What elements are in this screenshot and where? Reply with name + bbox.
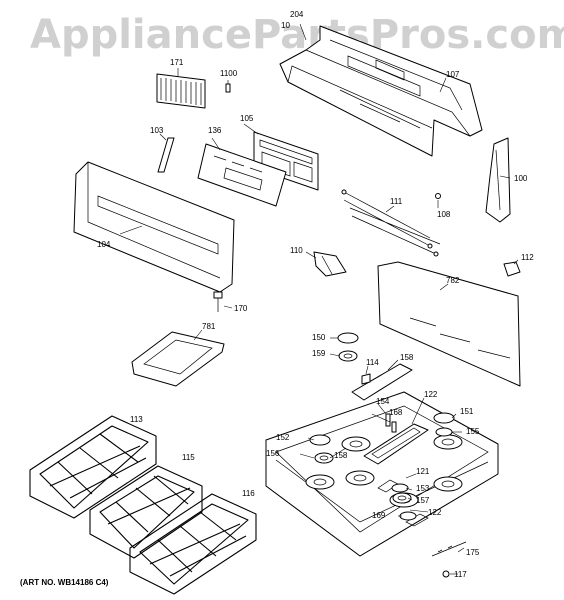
clip-114 — [361, 373, 371, 385]
callout-121: 121 — [416, 467, 430, 476]
side-trim-100 — [485, 137, 511, 223]
callout-157: 157 — [416, 496, 430, 505]
callout-122-bottom: 122 — [428, 508, 442, 517]
screw-1100 — [225, 83, 231, 93]
callout-112: 112 — [521, 253, 534, 262]
burner-head-156 — [314, 452, 334, 464]
callout-10x: 10 — [281, 21, 290, 30]
burner-cap-152 — [309, 434, 331, 446]
callout-111: 111 — [390, 197, 403, 206]
screw-170 — [213, 291, 223, 312]
callout-782: 782 — [446, 276, 460, 285]
callout-158-top: 158 — [400, 353, 414, 362]
callout-103: 103 — [150, 126, 164, 135]
callout-150: 150 — [312, 333, 326, 342]
callout-1100: 1100 — [220, 69, 238, 78]
callout-781: 781 — [202, 322, 216, 331]
callout-122-top: 122 — [424, 390, 438, 399]
leader-lines — [119, 23, 519, 575]
callout-107: 107 — [446, 70, 460, 79]
grate-116 — [129, 493, 257, 595]
membrane-overlay-136 — [197, 143, 287, 207]
burner-cap-151 — [433, 412, 455, 424]
callout-labels: 171 1100 204 10 107 105 136 103 104 100 … — [97, 10, 534, 579]
oval-burner-122 — [363, 423, 429, 465]
callout-108: 108 — [437, 210, 451, 219]
control-board-105 — [253, 131, 319, 191]
callout-104: 104 — [97, 240, 111, 249]
trim-strip-175 — [431, 541, 467, 557]
connector-112 — [503, 261, 521, 277]
wire-harness-111 — [341, 189, 441, 257]
art-number: (ART NO. WB14186 C4) — [20, 578, 109, 587]
grate-115 — [89, 465, 203, 559]
vent-grille-171 — [156, 73, 206, 109]
callout-153: 153 — [416, 484, 430, 493]
callout-169: 169 — [372, 511, 386, 520]
burner-head-155 — [435, 427, 453, 437]
callout-170: 170 — [234, 304, 248, 313]
burner-head-153 — [391, 483, 409, 493]
callout-159: 159 — [312, 349, 326, 358]
grate-113 — [29, 415, 157, 519]
callout-152: 152 — [276, 433, 290, 442]
simmer-plate-158 — [351, 363, 413, 401]
callout-110: 110 — [290, 246, 303, 255]
cooktop-main-top — [265, 391, 499, 557]
callout-155: 155 — [466, 427, 480, 436]
electrode-154 — [385, 413, 391, 427]
callout-115: 115 — [182, 453, 195, 462]
control-panel-104 — [73, 161, 235, 293]
callout-136: 136 — [208, 126, 222, 135]
callout-151: 151 — [460, 407, 474, 416]
burner-cap-169 — [399, 511, 417, 521]
backguard-assembly-107 — [279, 25, 483, 157]
callout-105: 105 — [240, 114, 254, 123]
drip-tray-781 — [131, 331, 225, 387]
burner-head-157 — [392, 492, 412, 504]
callout-175: 175 — [466, 548, 480, 557]
callout-100: 100 — [514, 174, 528, 183]
spark-module-110 — [313, 251, 347, 277]
electrode-168 — [391, 421, 397, 433]
callout-117: 117 — [454, 570, 467, 579]
callout-113: 113 — [130, 415, 143, 424]
callout-204: 204 — [290, 10, 304, 19]
screw-108 — [435, 193, 441, 199]
burner-head-159 — [338, 350, 358, 362]
screw-117 — [442, 570, 450, 578]
callout-156: 156 — [266, 449, 280, 458]
callout-158-bottom: 158 — [334, 451, 348, 460]
callout-154: 154 — [376, 397, 390, 406]
callout-171: 171 — [170, 58, 184, 67]
callout-114: 114 — [366, 358, 379, 367]
rear-panel-782 — [377, 261, 521, 387]
callout-116: 116 — [242, 489, 255, 498]
bracket-103 — [157, 137, 175, 173]
burner-cap-150 — [337, 332, 359, 344]
callout-168: 168 — [389, 408, 403, 417]
